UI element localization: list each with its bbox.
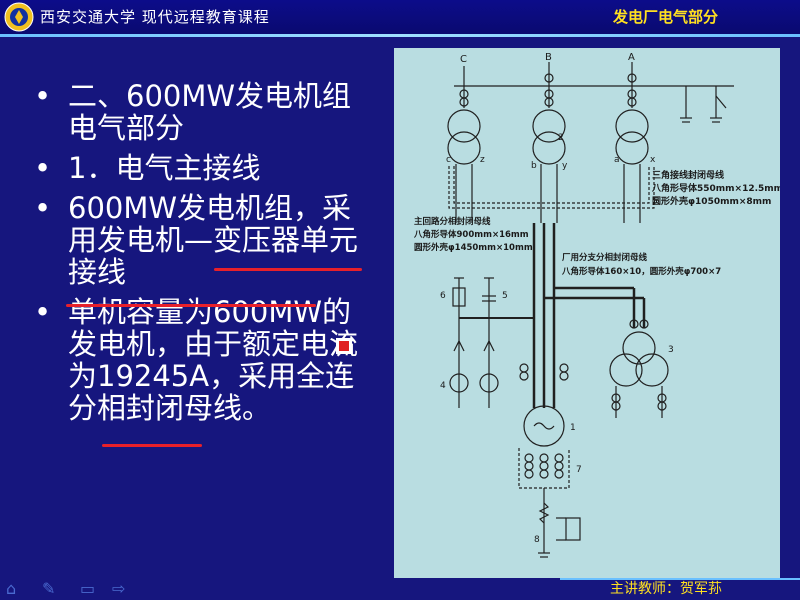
bullet-text: 单机容量为600MW的发电机，由于额定电流为19245A，采用全连分相封闭母线。	[68, 295, 359, 425]
component-number: 1	[570, 423, 576, 433]
bullet-text: 1．电气主接线	[68, 151, 261, 185]
bus-label: B	[545, 52, 552, 63]
wiring-svg: C B A c z b y a x 1 2 3 4 5 6 7 8 三角接线封闭…	[413, 52, 783, 558]
component-number: 6	[440, 291, 446, 301]
pen-icon[interactable]: ✎	[42, 579, 56, 598]
bullet-item: •二、600MW发电机组电气部分	[34, 79, 352, 145]
terminal-label: z	[480, 155, 485, 165]
bullet-text: 600MW发电机组，采用发电机—变压器单元接线	[68, 191, 359, 289]
menu-icon[interactable]: ▭	[80, 579, 96, 598]
component-number: 8	[534, 535, 540, 545]
course-title: 发电厂电气部分	[612, 8, 718, 26]
bus-label: C	[460, 54, 467, 65]
red-underline	[214, 268, 362, 271]
slide-navigation-bar: ⌂ ✎ ▭ ⇨	[0, 578, 800, 600]
branch-bus-note: 厂用分支分相封闭母线	[562, 252, 648, 263]
red-underline	[102, 444, 202, 447]
bullet-text: 二、600MW发电机组电气部分	[68, 79, 352, 145]
main-bus-note: 八角形导体900mm×16mm	[413, 229, 529, 240]
branch-bus-note: 八角形导体160×10，圆形外壳φ700×7	[561, 266, 721, 277]
red-underline	[66, 304, 316, 307]
pointer-marker	[336, 338, 352, 354]
school-title: 西安交通大学 现代远程教育课程	[40, 8, 270, 26]
terminal-label: x	[650, 155, 656, 165]
delta-bus-note: 八角形导体550mm×12.5mm	[651, 182, 780, 194]
main-bus-note: 圆形外壳φ1450mm×10mm	[414, 242, 533, 253]
title-divider	[0, 34, 800, 37]
bullet-list: •二、600MW发电机组电气部分 •1．电气主接线 •600MW发电机组，采用发…	[30, 80, 360, 432]
bullet-item: •600MW发电机组，采用发电机—变压器单元接线	[34, 191, 359, 289]
terminal-label: b	[531, 161, 537, 171]
component-number: 3	[668, 345, 674, 355]
terminal-label: a	[614, 155, 620, 165]
terminal-label: c	[446, 155, 451, 165]
delta-bus-note: 圆形外壳φ1050mm×8mm	[652, 195, 771, 207]
footer-divider	[560, 578, 800, 580]
component-number: 7	[576, 465, 582, 475]
delta-bus-note: 三角接线封闭母线	[652, 169, 724, 181]
title-bar	[0, 0, 800, 34]
main-wiring-diagram: C B A c z b y a x 1 2 3 4 5 6 7 8 三角接线封闭…	[394, 48, 783, 578]
bullet-item: •单机容量为600MW的发电机，由于额定电流为19245A，采用全连分相封闭母线…	[34, 295, 359, 425]
university-logo-icon	[4, 2, 34, 32]
teacher-credit: 主讲教师：贺军荪	[610, 581, 722, 597]
home-icon[interactable]: ⌂	[6, 579, 17, 598]
main-bus-note: 主回路分相封闭母线	[414, 216, 491, 227]
component-number: 5	[502, 291, 508, 301]
bullet-item: •1．电气主接线	[34, 151, 261, 185]
component-number: 2	[558, 133, 564, 143]
component-number: 4	[440, 381, 446, 391]
forward-arrow-icon[interactable]: ⇨	[112, 579, 126, 598]
bus-label: A	[628, 52, 635, 63]
terminal-label: y	[562, 161, 568, 171]
